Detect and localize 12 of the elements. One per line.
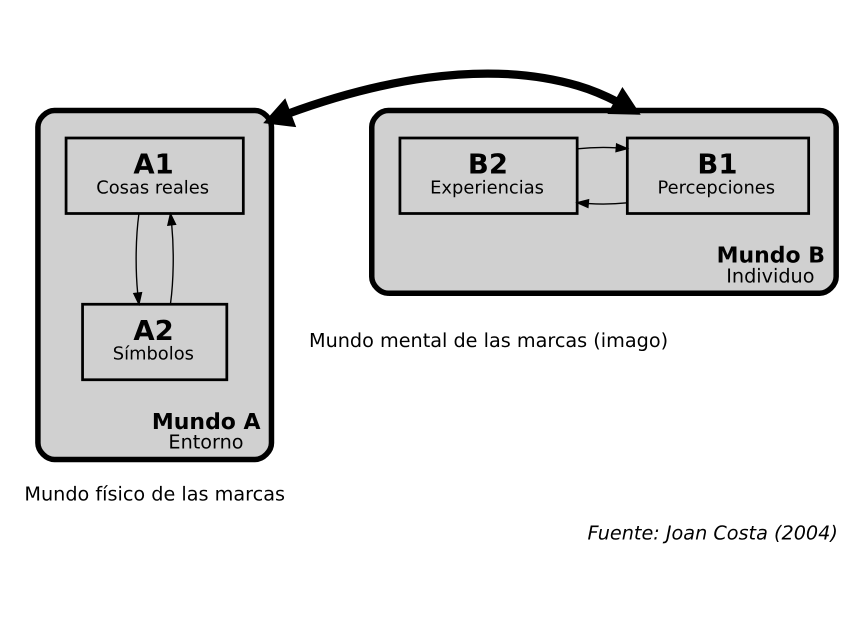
caption: Fuente: Joan Costa (2004) — [587, 521, 838, 544]
label: Mundo físico de las marcas — [24, 482, 285, 506]
node-box: A1 Cosas reales — [64, 136, 245, 215]
arrow — [575, 198, 628, 208]
node-box: B2 Experiencias — [398, 136, 579, 215]
label: Mundo mental de las marcas (imago) — [308, 329, 668, 352]
arrow — [132, 214, 142, 306]
arrow — [167, 212, 177, 304]
arrow — [263, 70, 641, 128]
arrow — [577, 142, 630, 153]
node-box: A2 Símbolos — [81, 302, 228, 382]
node-box: B1 Percepciones — [626, 136, 810, 215]
